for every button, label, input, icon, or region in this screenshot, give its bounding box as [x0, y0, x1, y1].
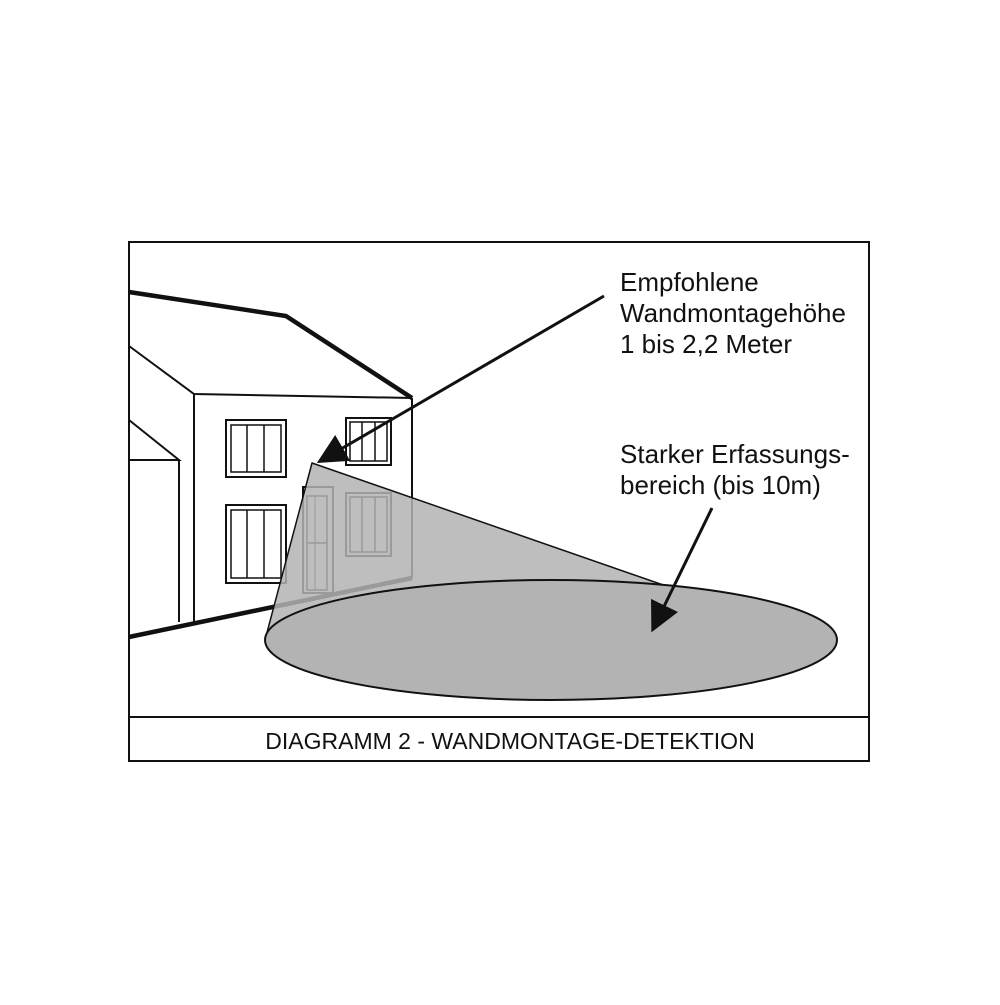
detection-area-ellipse: [264, 579, 838, 701]
mounting-height-label: Empfohlene Wandmontagehöhe 1 bis 2,2 Met…: [620, 267, 853, 359]
mounting-label-line-3: 1 bis 2,2 Meter: [620, 329, 792, 359]
mounting-label-line-1: Empfohlene: [620, 267, 759, 297]
window-lower-left: [225, 504, 287, 584]
detection-arrow: [651, 507, 714, 633]
window-upper-left: [225, 419, 287, 478]
mounting-label-line-2: Wandmontagehöhe: [620, 298, 846, 328]
detection-label-line-2: bereich (bis 10m): [620, 470, 821, 500]
detection-range-label: Starker Erfassungs- bereich (bis 10m): [620, 439, 857, 500]
mounting-arrow: [316, 294, 605, 464]
main-roof-edge: [128, 289, 414, 400]
diagram-caption: DIAGRAMM 2 - WANDMONTAGE-DETEKTION: [265, 728, 754, 754]
detection-zone: [264, 462, 838, 701]
detection-label-line-1: Starker Erfassungs-: [620, 439, 850, 469]
